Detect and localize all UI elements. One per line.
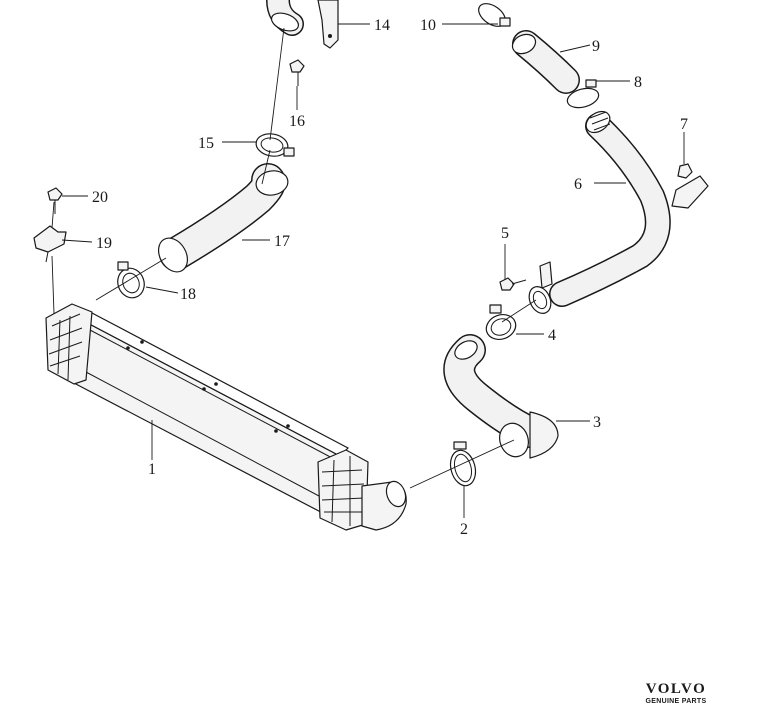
callout-leaders [61, 23, 685, 518]
turbo-outlet-bracket [266, 0, 339, 49]
callout-20: 20 [92, 189, 108, 206]
upper-charge-air-hose [157, 163, 289, 273]
charge-air-pipe [528, 110, 709, 314]
callout-17: 17 [274, 233, 290, 250]
callout-2: 2 [460, 521, 468, 538]
callout-7: 7 [680, 116, 688, 133]
callout-9: 9 [592, 38, 600, 55]
volvo-logo: VOLVO GENUINE PARTS [634, 681, 718, 706]
lower-charge-air-hose [443, 334, 559, 459]
hose-clamp-4 [485, 304, 517, 340]
callout-19: 19 [96, 235, 112, 252]
hose-clamp-18 [117, 261, 145, 299]
hose-clamp-10 [478, 3, 511, 27]
logo-wordmark: VOLVO [645, 681, 707, 697]
mounting-bracket-19 [33, 225, 67, 263]
callout-18: 18 [180, 286, 196, 303]
callout-1: 1 [148, 461, 156, 478]
hose-clamp-2 [449, 441, 477, 487]
bolt-16 [289, 59, 305, 86]
callout-6: 6 [574, 176, 582, 193]
bolt-20 [47, 187, 63, 214]
hose-clamp-15 [255, 133, 295, 157]
callout-5: 5 [501, 225, 509, 242]
short-hose-9 [511, 30, 580, 94]
callout-8: 8 [634, 74, 642, 91]
callout-3: 3 [593, 414, 601, 431]
hose-clamp-8 [566, 79, 600, 109]
assembly-lines [51, 27, 537, 489]
callout-labels: 1 2 3 4 5 6 7 8 9 10 14 15 16 17 18 19 2… [92, 17, 688, 538]
intercooler [45, 303, 407, 531]
nut-7 [677, 163, 693, 179]
callout-16: 16 [289, 113, 305, 130]
callout-14: 14 [374, 17, 390, 34]
logo-tagline: GENUINE PARTS [645, 698, 707, 705]
callout-10: 10 [420, 17, 436, 34]
callout-4: 4 [548, 327, 556, 344]
callout-15: 15 [198, 135, 214, 152]
bolt-5 [499, 277, 527, 291]
